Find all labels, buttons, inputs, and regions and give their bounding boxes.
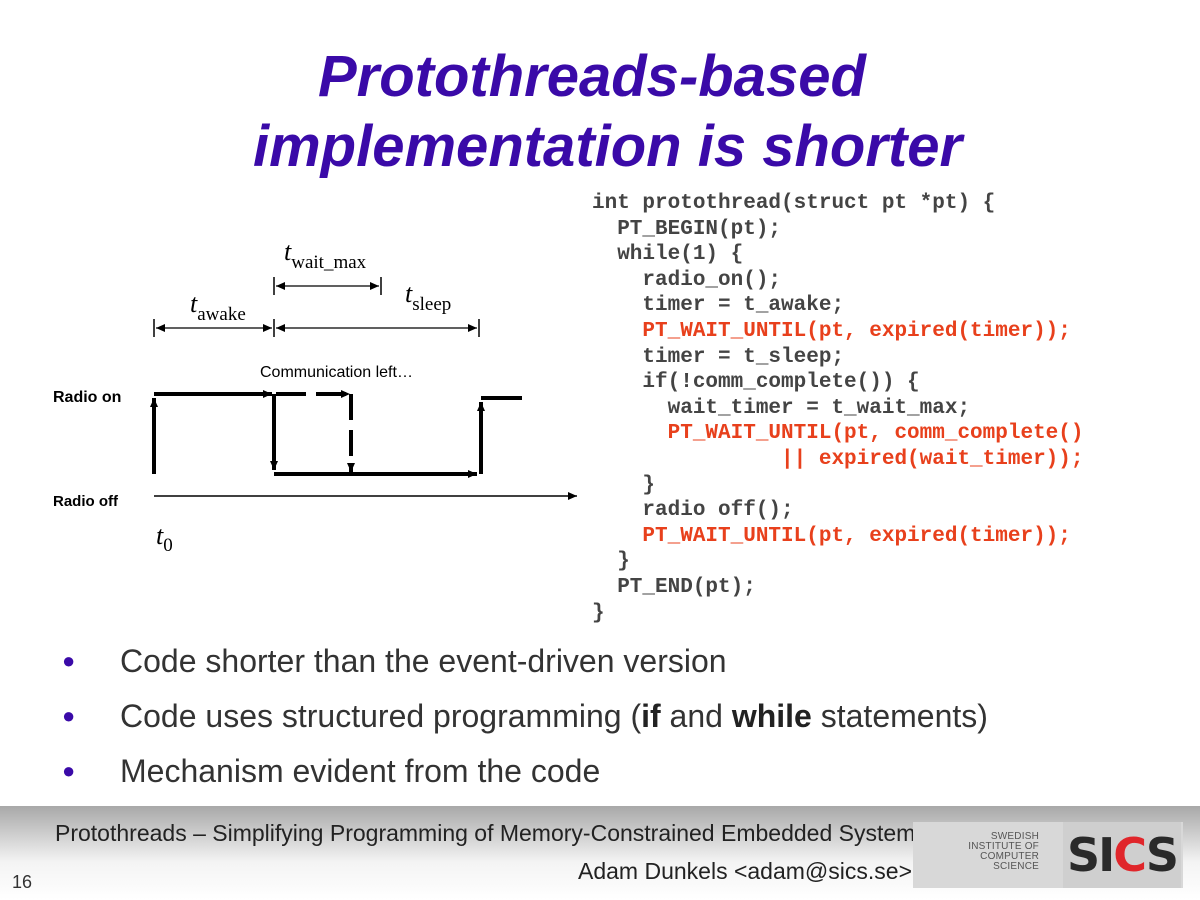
code-line: timer = t_awake;: [592, 294, 845, 318]
protothread-code-listing: int protothread(struct pt *pt) { PT_BEGI…: [592, 191, 1083, 626]
slide-title-line-2: implementation is shorter: [253, 114, 963, 179]
communication-left-label: Communication left…: [260, 364, 413, 381]
footer-presentation-title: Protothreads – Simplifying Programming o…: [55, 820, 927, 846]
bullet-text-3: Mechanism evident from the code: [120, 753, 601, 789]
radio-on-label: Radio on: [53, 389, 121, 406]
bullet-dot: ●: [62, 648, 76, 673]
code-line: }: [592, 473, 656, 497]
radio-timing-diagram: twait_max tawake tsleep Communication le…: [53, 237, 577, 556]
logo-mark-s: S: [1145, 828, 1179, 882]
code-line: radio_on();: [592, 268, 782, 292]
code-line: PT_WAIT_UNTIL(pt, expired(timer));: [592, 524, 1071, 548]
bullet-item: ● Mechanism evident from the code: [62, 748, 988, 803]
slide-title-line-1: Protothreads-based: [318, 44, 866, 109]
t-awake-subscript: awake: [197, 304, 246, 325]
bullet-dot: ●: [62, 758, 76, 783]
svg-text:tawake: tawake: [190, 289, 246, 325]
logo-text-line: INSTITUTE OF: [968, 841, 1039, 852]
bullet-item: ● Code uses structured programming (if an…: [62, 693, 988, 748]
logo-mark-c: C: [1113, 828, 1148, 882]
code-line: }: [592, 550, 630, 574]
footer-author: Adam Dunkels <adam@sics.se>: [578, 858, 912, 884]
code-line: || expired(wait_timer));: [592, 447, 1084, 471]
slide-footer: Protothreads – Simplifying Programming o…: [0, 806, 1200, 900]
sics-logo-mark: SICS: [1063, 822, 1181, 888]
bullet-text-2-post: statements): [811, 698, 988, 734]
page-number: 16: [12, 872, 33, 892]
code-line: }: [592, 601, 605, 625]
bullet-text-1: Code shorter than the event-driven versi…: [120, 643, 727, 679]
code-line: PT_BEGIN(pt);: [592, 217, 782, 241]
code-line: while(1) {: [592, 243, 744, 267]
t0-label: t: [156, 521, 164, 550]
svg-text:tsleep: tsleep: [405, 279, 451, 315]
bullet-dot: ●: [62, 703, 76, 728]
t-wait-max-subscript: wait_max: [291, 252, 366, 273]
t-sleep-subscript: sleep: [412, 294, 451, 315]
code-line: int protothread(struct pt *pt) {: [592, 192, 996, 215]
t-wait-max-label: t: [284, 237, 292, 266]
t-sleep-label: t: [405, 279, 413, 308]
logo-mark-si: SI: [1066, 828, 1115, 882]
t0-subscript: 0: [163, 535, 173, 556]
bullet-item: ● Code shorter than the event-driven vers…: [62, 638, 988, 693]
bullet-text-2-pre: Code uses structured programming (: [120, 698, 642, 734]
bullet-text-2-and: and: [660, 698, 732, 734]
bullet-keyword-while: while: [731, 698, 812, 734]
svg-text:twait_max: twait_max: [284, 237, 367, 273]
code-line: radio off();: [592, 499, 794, 523]
sics-logo: SWEDISH INSTITUTE OF COMPUTER SCIENCE SI…: [913, 822, 1183, 888]
code-line: timer = t_sleep;: [592, 345, 845, 369]
code-line: wait_timer = t_wait_max;: [592, 396, 971, 420]
svg-text:t0: t0: [156, 521, 173, 556]
code-line: if(!comm_complete()) {: [592, 371, 920, 395]
bullet-keyword-if: if: [641, 698, 661, 734]
radio-off-label: Radio off: [53, 493, 119, 510]
code-line: PT_END(pt);: [592, 575, 756, 599]
t-awake-label: t: [190, 289, 198, 318]
logo-text-line: SWEDISH: [990, 831, 1039, 842]
code-line: PT_WAIT_UNTIL(pt, expired(timer));: [592, 319, 1071, 343]
bullet-list: ● Code shorter than the event-driven vers…: [62, 638, 988, 803]
logo-text-line: SCIENCE: [993, 861, 1039, 872]
code-line: PT_WAIT_UNTIL(pt, comm_complete(): [592, 422, 1084, 446]
logo-text-line: COMPUTER: [980, 851, 1039, 862]
sics-logo-text: SWEDISH INSTITUTE OF COMPUTER SCIENCE: [929, 832, 1039, 872]
